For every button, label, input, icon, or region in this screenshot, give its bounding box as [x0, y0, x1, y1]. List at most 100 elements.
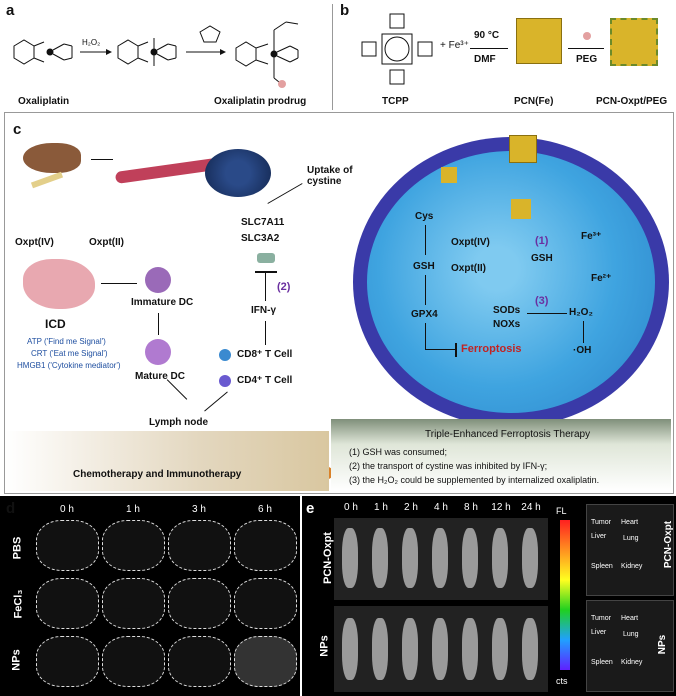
inhibit-stem: [265, 271, 266, 301]
tumor-cluster: [205, 149, 271, 197]
arrow-cys-gsh: [425, 225, 426, 255]
therapy-line3: (3) the H₂O₂ could be supplemented by in…: [349, 475, 600, 485]
ferroptosis-label: Ferroptosis: [461, 343, 522, 355]
chemo-bar: [5, 431, 329, 491]
organ-label: Spleen: [591, 563, 613, 570]
arrow-sods-h2o2: [527, 313, 567, 314]
mri-image: [102, 520, 165, 571]
inhibit-bar: [255, 271, 277, 273]
time-header: 4 h: [434, 502, 448, 513]
time-header: 1 h: [374, 502, 388, 513]
organ-label: Kidney: [621, 659, 643, 666]
time-header: 0 h: [344, 502, 358, 513]
therapy-box: [331, 419, 671, 491]
step2-label: (2): [277, 281, 291, 293]
cell-cytoplasm: [367, 151, 655, 413]
mouse-image: [402, 618, 418, 680]
slc7a11-label: SLC7A11: [241, 217, 285, 228]
organ-label: Heart: [621, 519, 639, 526]
panel-d: d 0 h 1 h 3 h 6 h PBS FeCl₃ NPs: [0, 496, 300, 696]
immature-dc-label: Immature DC: [131, 297, 194, 308]
panel-c: c Uptake of cystine SLC7A11 SLC3A2 (2) I…: [4, 112, 674, 494]
scale-top-label: FL: [556, 506, 567, 516]
pcn-cube: [516, 18, 562, 64]
oxpt2-left: Oxpt(II): [89, 237, 124, 248]
icd-label: ICD: [45, 317, 66, 331]
mri-image: [234, 520, 297, 571]
hmgb1-label: HMGB1 ('Cytokine mediator'): [17, 361, 121, 370]
prodrug-dot: [278, 80, 286, 88]
mouse-image: [462, 528, 478, 588]
cytoplasm-cube-2: [511, 199, 531, 219]
peg-reagent: PEG: [576, 54, 598, 65]
arrow-b1: [470, 48, 508, 49]
mri-image: [102, 636, 165, 687]
pcn-label: PCN(Fe): [514, 96, 554, 107]
mri-image: [168, 578, 231, 629]
uptake-label: Uptake of cystine: [307, 165, 353, 187]
fe3-label: Fe³⁺: [581, 231, 602, 242]
organ-label: Lung: [623, 535, 639, 542]
sods-label: SODs: [493, 305, 521, 316]
arrow-mouse: [91, 159, 113, 160]
mature-dc-label: Mature DC: [135, 371, 186, 382]
arrow-b2: [568, 48, 604, 49]
ivis-area: 0 h 1 h 2 h 4 h 8 h 12 h 24 h PCN-Oxpt N…: [318, 500, 552, 692]
mouse-image: [432, 528, 448, 588]
time-header: 12 h: [491, 502, 511, 513]
mouse-image: [522, 618, 538, 680]
slc3a2-label: SLC3A2: [241, 233, 280, 244]
panel-a-letter: a: [6, 2, 15, 19]
row-label: NPs: [318, 635, 331, 657]
cd4-cell-icon: [219, 375, 231, 387]
organ-label: Tumor: [591, 519, 611, 526]
row-label: NPs: [10, 649, 23, 671]
crt-label: CRT ('Eat me Signal'): [31, 349, 108, 358]
transporter-icon: [257, 253, 275, 263]
oxpt4-left: Oxpt(IV): [15, 237, 54, 248]
inhibit-ferro-bar: [455, 343, 457, 357]
mouse-image: [342, 618, 358, 680]
oxaliplatin-structure: [13, 39, 73, 65]
h2o2-label: H₂O₂: [569, 307, 593, 318]
cd8-label: CD8⁺ T Cell: [237, 349, 293, 360]
ifn-label: IFN-γ: [251, 305, 276, 316]
time-header: 0 h: [60, 504, 74, 515]
solvent-condition: DMF: [474, 54, 496, 65]
arrow-dc-mature: [158, 313, 159, 335]
prodrug-structure: [235, 21, 299, 87]
panel-d-letter: d: [6, 500, 16, 517]
color-scale-bar: [560, 520, 570, 670]
atp-label: ATP ('Find me Signal'): [27, 337, 106, 346]
mouse-image: [432, 618, 448, 680]
oxaliplatin-label: Oxaliplatin: [18, 96, 70, 107]
organ-label: Spleen: [591, 659, 613, 666]
panel-b: b + Fe³⁺ 90 °C DMF PEG TCPP PCN(Fe) PCN-…: [334, 0, 676, 112]
mature-dc-icon: [145, 339, 171, 365]
time-header: 8 h: [464, 502, 478, 513]
time-header: 2 h: [404, 502, 418, 513]
intermediate-structure: [117, 38, 177, 66]
panel-e: e 0 h 1 h 2 h 4 h 8 h 12 h 24 h PCN-Oxpt…: [302, 496, 676, 696]
oxpt4-cell-label: Oxpt(IV): [451, 237, 490, 248]
gsh-left-label: GSH: [413, 261, 435, 272]
mouse-image: [372, 618, 388, 680]
oh-label: ·OH: [573, 345, 592, 356]
organ-label: Tumor: [591, 615, 611, 622]
immature-dc-icon: [145, 267, 171, 293]
organ-label: Kidney: [621, 563, 643, 570]
therapy-title: Triple-Enhanced Ferroptosis Therapy: [425, 429, 591, 440]
inhibit-ferro-stem: [425, 323, 426, 349]
mri-image: [168, 520, 231, 571]
h2o2-reagent: H₂O₂: [82, 38, 101, 47]
mri-image: [102, 578, 165, 629]
gpx4-label: GPX4: [411, 309, 438, 320]
row-label: PBS: [11, 536, 24, 560]
organ-label: Liver: [591, 533, 607, 540]
cys-label: Cys: [415, 211, 434, 222]
arrow-lymph-tcell: [204, 391, 228, 412]
arrow-uptake: [267, 183, 303, 204]
arrow-mature-lymph: [166, 379, 188, 400]
chemo-label: Chemotherapy and Immunotherapy: [73, 469, 242, 480]
time-header: 24 h: [521, 502, 541, 513]
